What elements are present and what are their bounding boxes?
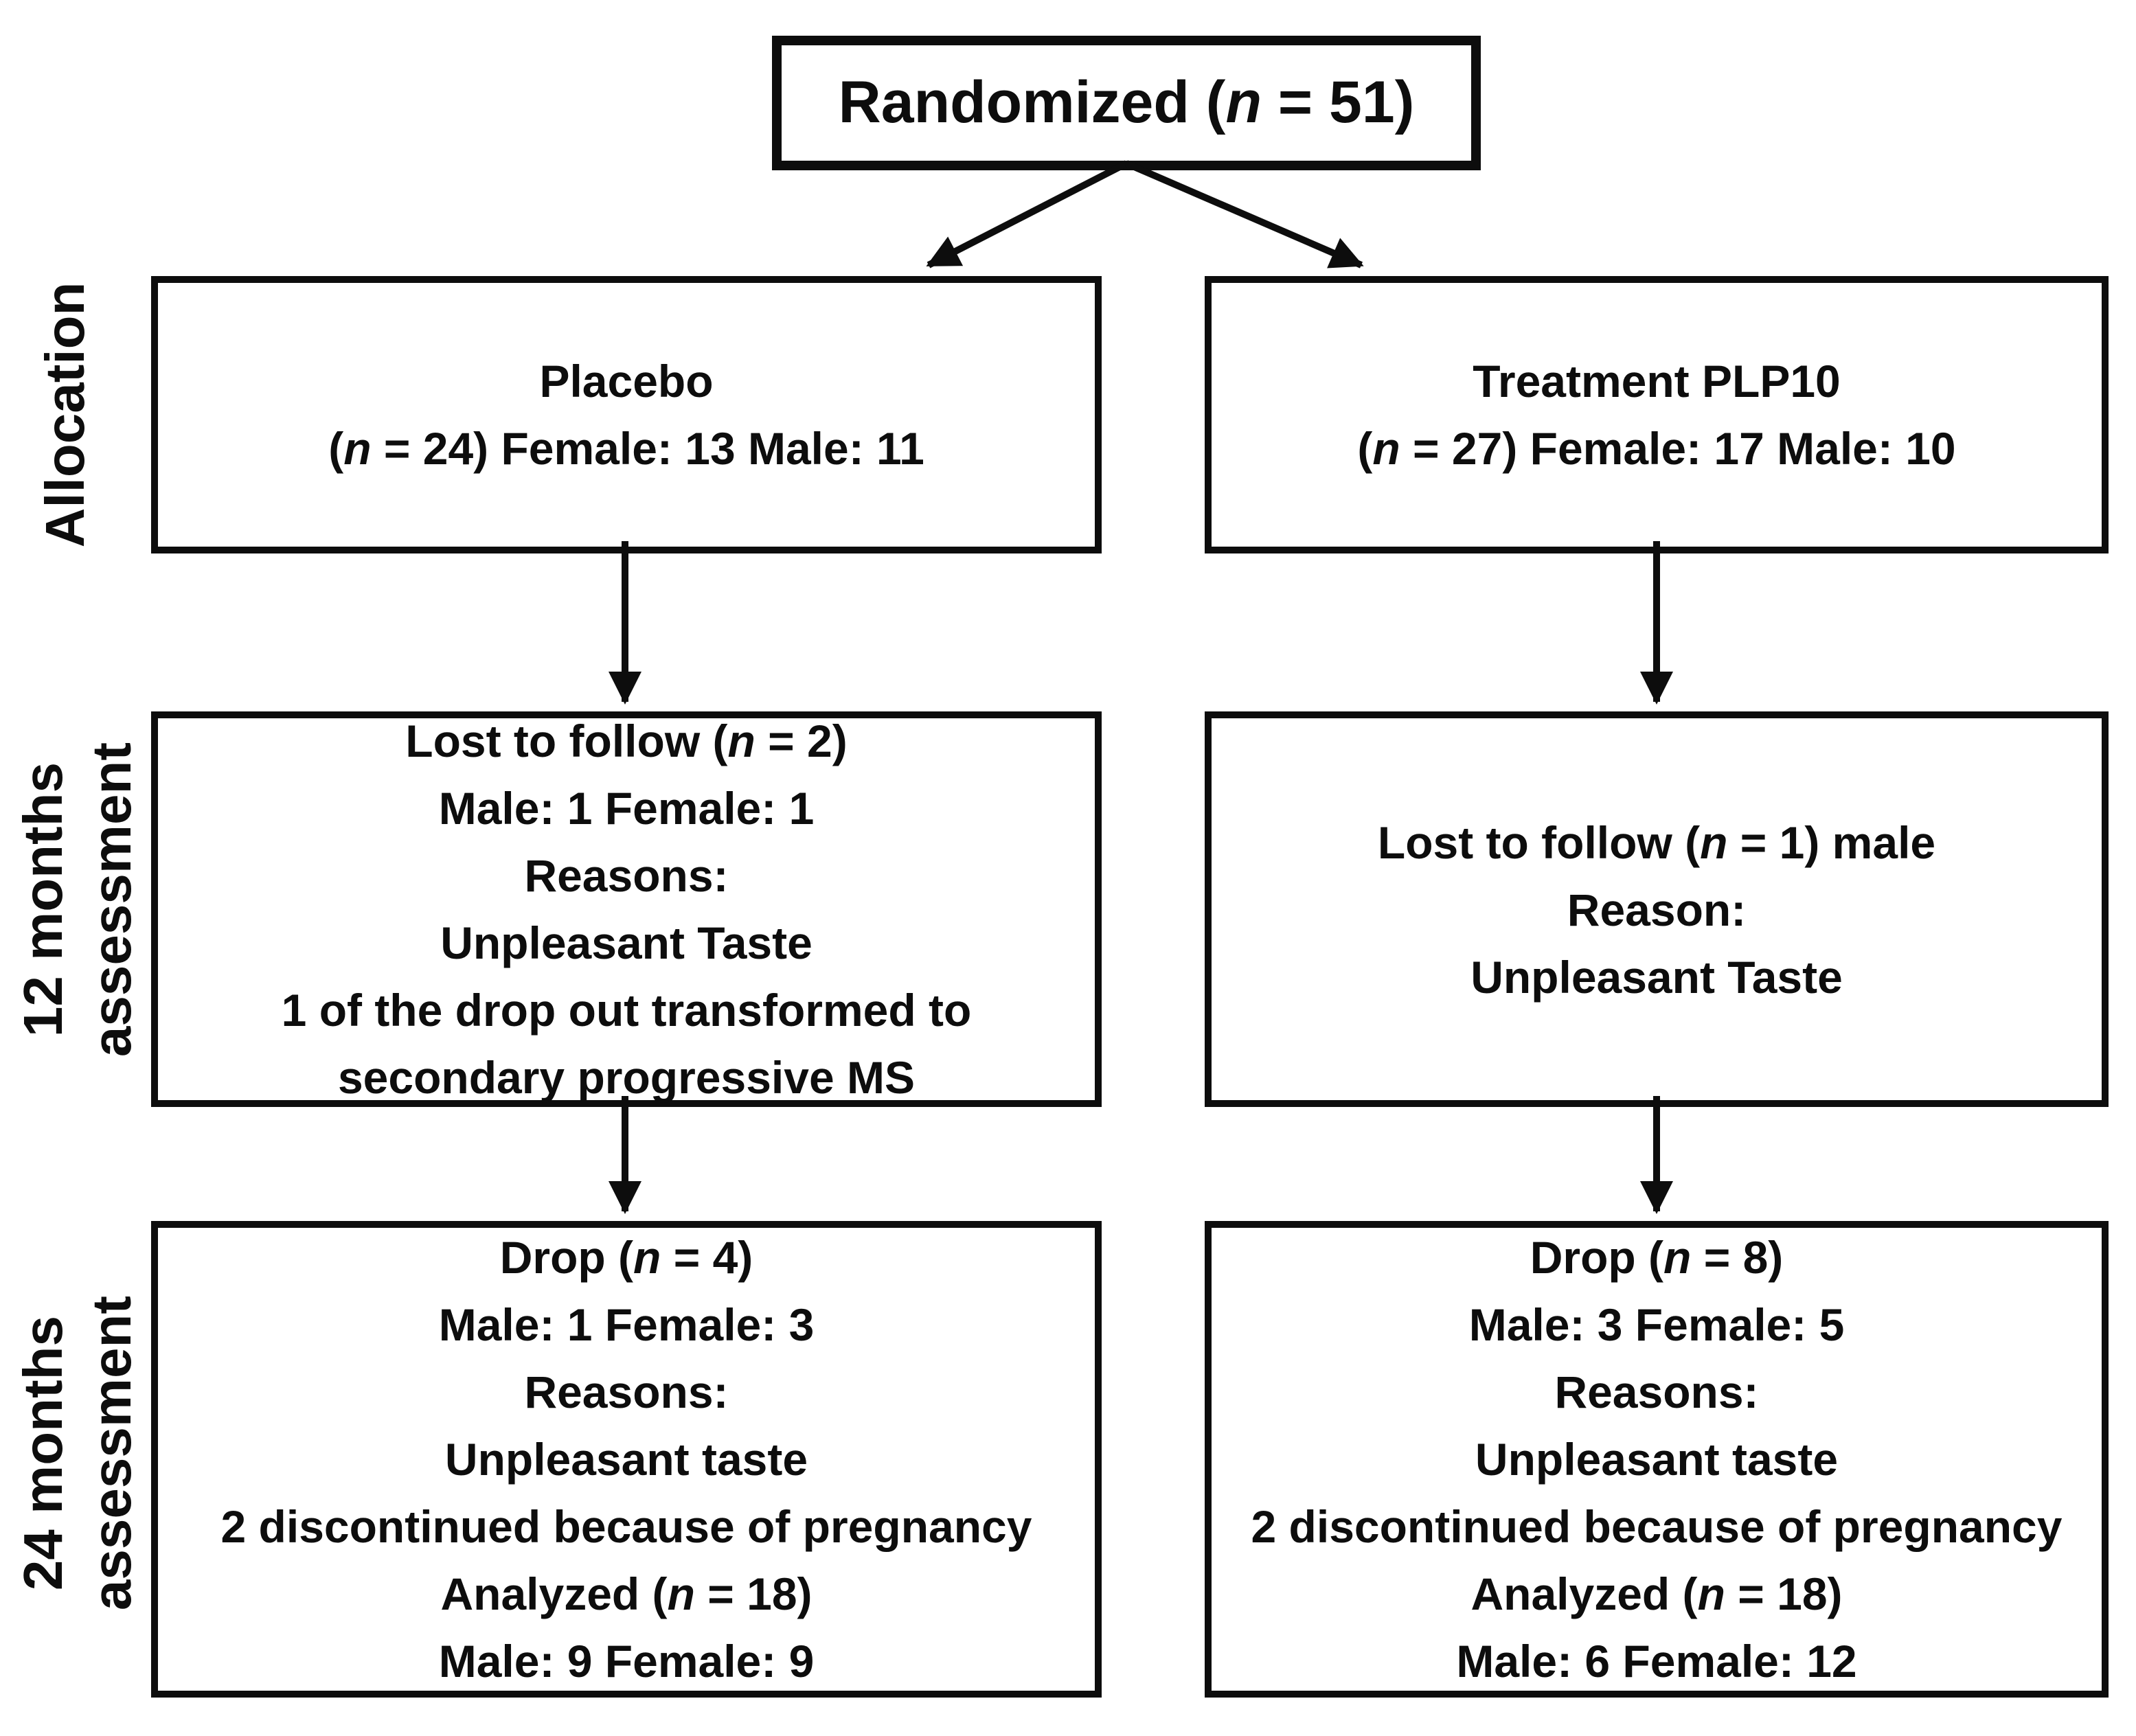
text-line: Treatment PLP10 [1473,356,1841,407]
text-line: Analyzed (n = 18) [440,1568,813,1619]
text-line: secondary progressive MS [337,1052,915,1103]
twelve-months-placebo-box: Lost to follow (n = 2) Male: 1 Female: 1 R… [151,711,1102,1107]
italic-n: n [1225,70,1262,136]
text-line: Unpleasant taste [444,1434,808,1485]
text-line: (n = 27) Female: 17 Male: 10 [1357,423,1956,474]
allocation-placebo-box: Placebo (n = 24) Female: 13 Male: 11 [151,276,1102,553]
stage-label-allocation: Allocation [32,209,100,621]
arrow-randomized-to-placebo [926,160,1128,269]
italic-n: n [727,716,755,766]
text-line: Unpleasant taste [1475,1434,1839,1485]
text-line: Placebo [539,356,714,407]
text-line: 2 discontinued because of pregnancy [220,1501,1032,1552]
italic-n: n [343,423,372,474]
text-line: Reasons: [524,1367,729,1417]
randomized-box: Randomized (n = 51) [772,36,1481,170]
text-line: Male: 1 Female: 1 [438,783,815,834]
text-line: Drop (n = 8) [1530,1232,1784,1283]
twentyfour-months-placebo-box: Drop (n = 4) Male: 1 Female: 3 Reasons: Unp… [151,1221,1102,1698]
text-line: Male: 3 Female: 5 [1468,1299,1845,1350]
text-line: 2 discontinued because of pregnancy [1251,1501,2063,1552]
arrow-randomized-to-treatment [1125,160,1364,269]
text-line: Analyzed (n = 18) [1470,1568,1843,1619]
text-line: 1 of the drop out transformed to [281,985,972,1036]
allocation-treatment-box: Treatment PLP10 (n = 27) Female: 17 Male:… [1205,276,2109,553]
text-line: Drop (n = 4) [499,1232,753,1283]
text-line: (n = 24) Female: 13 Male: 11 [328,423,924,474]
text-line: 12 months [14,762,74,1038]
text-line: 24 months [14,1315,74,1591]
text-line: Male: 9 Female: 9 [438,1636,815,1687]
italic-n: n [667,1568,695,1619]
twentyfour-months-treatment-box: Drop (n = 8) Male: 3 Female: 5 Reasons: Unp… [1205,1221,2109,1698]
text-line: Unpleasant Taste [440,917,813,968]
text-line: Lost to follow (n = 1) male [1377,816,1936,867]
text-line: Male: 6 Female: 12 [1456,1636,1857,1687]
text-line: assessment [82,1295,143,1611]
italic-n: n [1697,1568,1725,1619]
text-line: Allocation [36,282,96,548]
text-line: Lost to follow (n = 2) [405,716,848,766]
italic-n: n [1372,423,1400,474]
italic-n: n [633,1232,661,1283]
text-line: Reasons: [524,850,729,901]
text-line: Reason: [1567,884,1747,935]
text-line: Randomized (n = 51) [838,70,1415,136]
text-line: Reasons: [1554,1367,1759,1417]
text-line: Unpleasant Taste [1470,951,1843,1002]
italic-n: n [1700,816,1728,867]
text-line: assessment [82,742,143,1058]
italic-n: n [1663,1232,1692,1283]
text-line: Male: 1 Female: 3 [438,1299,815,1350]
